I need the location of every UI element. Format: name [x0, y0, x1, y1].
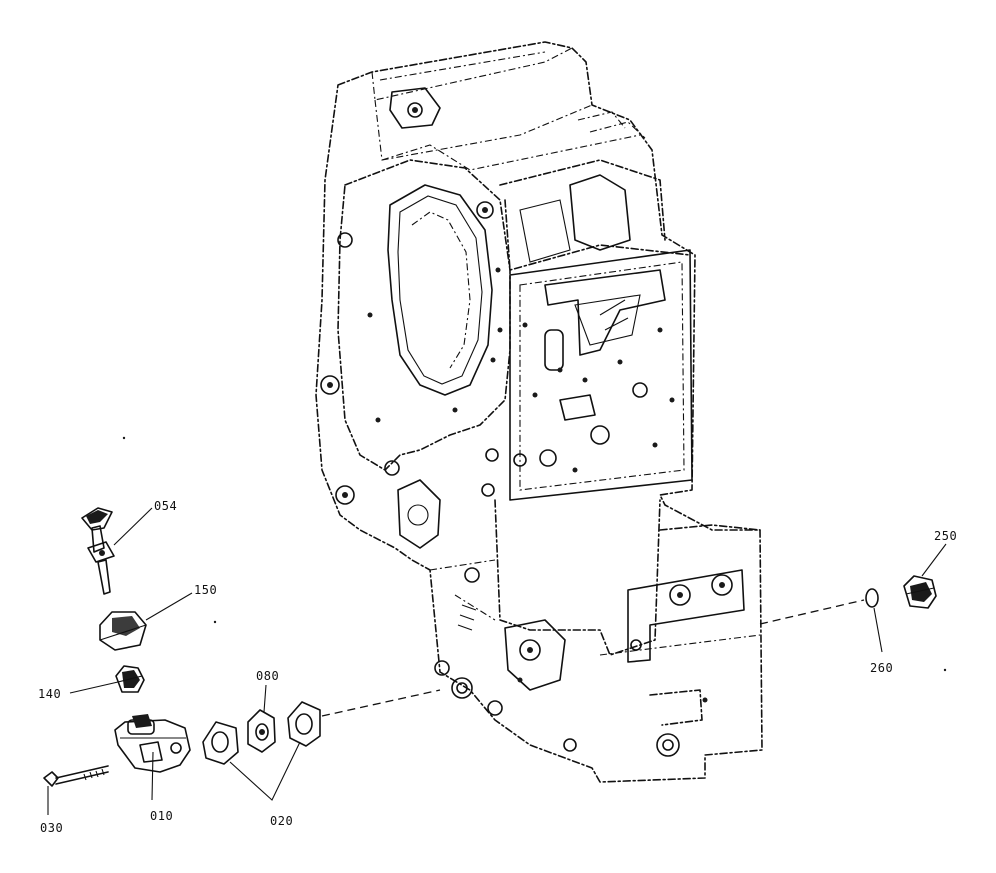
label-080: 080: [256, 669, 279, 683]
part-020-gasket-b: [287, 701, 321, 747]
label-150: 150: [194, 583, 217, 597]
part-080-plate: [247, 709, 276, 753]
label-250: 250: [934, 529, 957, 543]
leader-140: [69, 681, 119, 694]
leader-054: [113, 507, 153, 546]
transmission-housing: [315, 41, 763, 783]
part-010-valve-unit: [114, 714, 191, 773]
label-054: 054: [154, 499, 177, 513]
part-150-hex-nut: [99, 611, 147, 651]
leader-010: [151, 751, 154, 801]
part-020-gasket-a: [202, 721, 239, 765]
assembly-axis-left: [321, 689, 441, 717]
leader-080: [263, 684, 267, 713]
label-020: 020: [270, 814, 293, 828]
label-010: 010: [150, 809, 173, 823]
label-140: 140: [38, 687, 61, 701]
scan-speck: [943, 668, 947, 672]
leader-020: [229, 741, 301, 801]
part-054-sensor: [81, 507, 115, 595]
assembly-axis-right: [759, 599, 865, 625]
part-140-plug: [115, 665, 145, 693]
label-260: 260: [870, 661, 893, 675]
scan-speck: [122, 436, 126, 440]
part-260-o-ring: [865, 588, 879, 608]
part-250-plug: [903, 575, 937, 609]
leader-250: [921, 543, 947, 577]
part-030-bolt: [43, 765, 109, 787]
leader-150: [145, 592, 193, 621]
leader-260: [873, 607, 883, 653]
label-030: 030: [40, 821, 63, 835]
scan-speck: [213, 620, 217, 624]
